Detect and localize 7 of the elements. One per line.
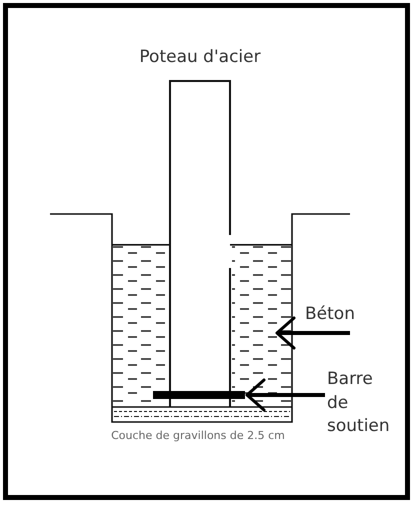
leader-arrow xyxy=(276,316,350,350)
part-label: Poteau d'acier xyxy=(139,47,261,68)
part-label: Couche de gravillons de 2.5 cm xyxy=(111,429,285,442)
support-bar xyxy=(153,391,245,399)
leader-arrow xyxy=(246,378,325,412)
part-label: Barre de soutien xyxy=(327,368,390,438)
part-label: Béton xyxy=(305,304,355,324)
